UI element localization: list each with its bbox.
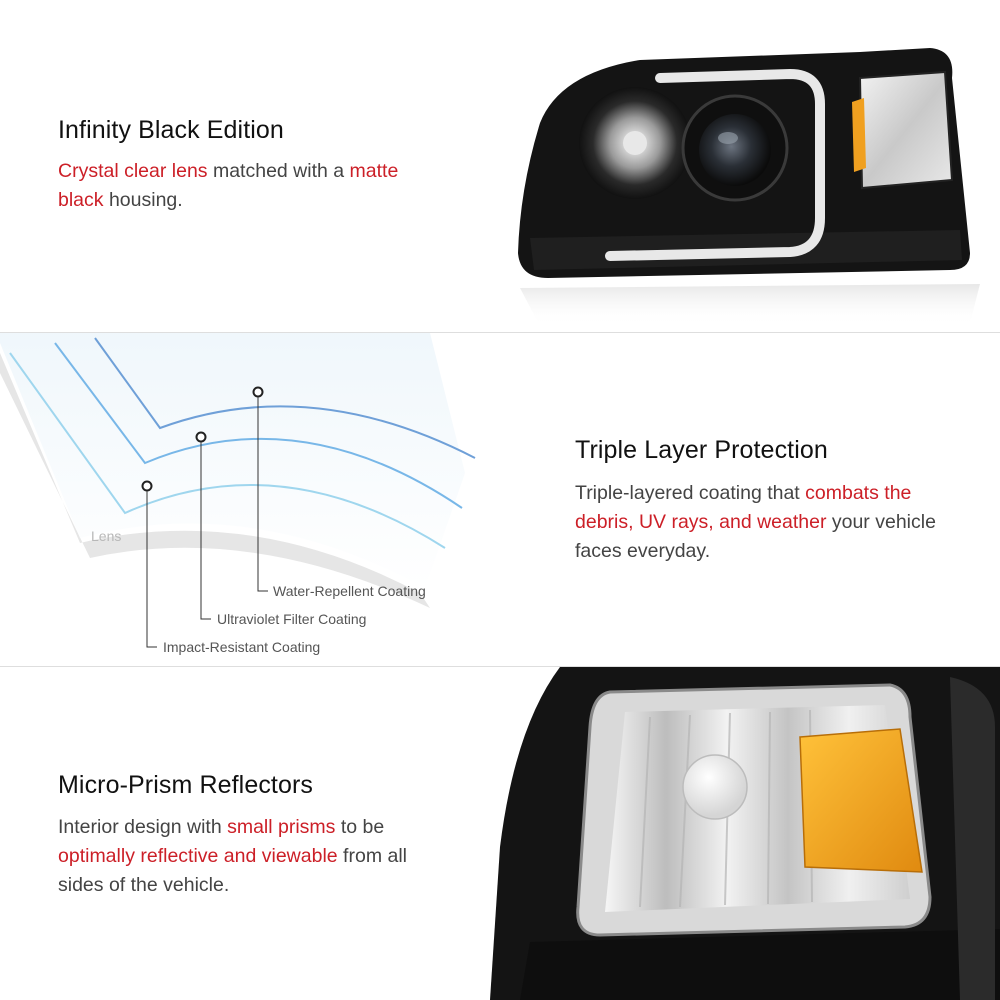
section-infinity-black: Infinity Black Edition Crystal clear len… xyxy=(0,0,1000,332)
highlight-text: optimally reflective and viewable xyxy=(58,845,338,867)
coating-layers-diagram: Lens Water-Repellent Coating Ultraviolet… xyxy=(0,333,476,655)
impact-resistant-curve xyxy=(9,352,446,549)
description-text: to be xyxy=(335,816,385,838)
highlight-text: combats the debris, UV rays, and weather xyxy=(575,482,912,533)
section-description: Interior design with small prisms to be … xyxy=(58,813,438,900)
layer-label-impact-resistant: Impact-Resistant Coating xyxy=(163,639,320,655)
highlight-text: small prisms xyxy=(227,816,336,838)
water-marker-dot xyxy=(252,386,264,398)
section-title: Triple Layer Protection xyxy=(575,436,828,464)
ultraviolet-curve xyxy=(54,342,463,509)
description-text: matched with a xyxy=(207,160,350,182)
impact-marker-dot xyxy=(141,480,153,492)
section-divider xyxy=(0,332,1000,333)
section-description: Crystal clear lens matched with a matte … xyxy=(58,157,418,215)
section-triple-layer: Lens Water-Repellent Coating Ultraviolet… xyxy=(0,333,1000,666)
highlight-text: Crystal clear lens xyxy=(58,160,208,182)
description-text: Interior design with xyxy=(58,816,228,838)
description-text: housing. xyxy=(103,189,183,211)
layer-label-ultraviolet: Ultraviolet Filter Coating xyxy=(217,611,366,627)
section-title: Infinity Black Edition xyxy=(58,116,284,144)
lens-label: Lens xyxy=(91,528,121,544)
description-text: your vehicle faces everyday. xyxy=(575,511,936,562)
description-text: Triple-layered coating that xyxy=(575,482,806,504)
section-title: Micro-Prism Reflectors xyxy=(58,771,313,799)
layer-label-water-repellent: Water-Repellent Coating xyxy=(273,583,426,599)
section-divider xyxy=(0,666,1000,667)
section-description: Triple-layered coating that combats the … xyxy=(575,479,975,566)
ultraviolet-marker-dot xyxy=(195,431,207,443)
headlight-assembly-icon xyxy=(518,48,980,326)
description-text: from all sides of the vehicle. xyxy=(58,845,407,896)
water-repellent-curve xyxy=(94,337,476,459)
highlight-text: matte black xyxy=(58,160,399,211)
corner-lamp-closeup-icon xyxy=(490,667,1000,1000)
section-micro-prism: Micro-Prism Reflectors Interior design w… xyxy=(0,667,1000,1000)
